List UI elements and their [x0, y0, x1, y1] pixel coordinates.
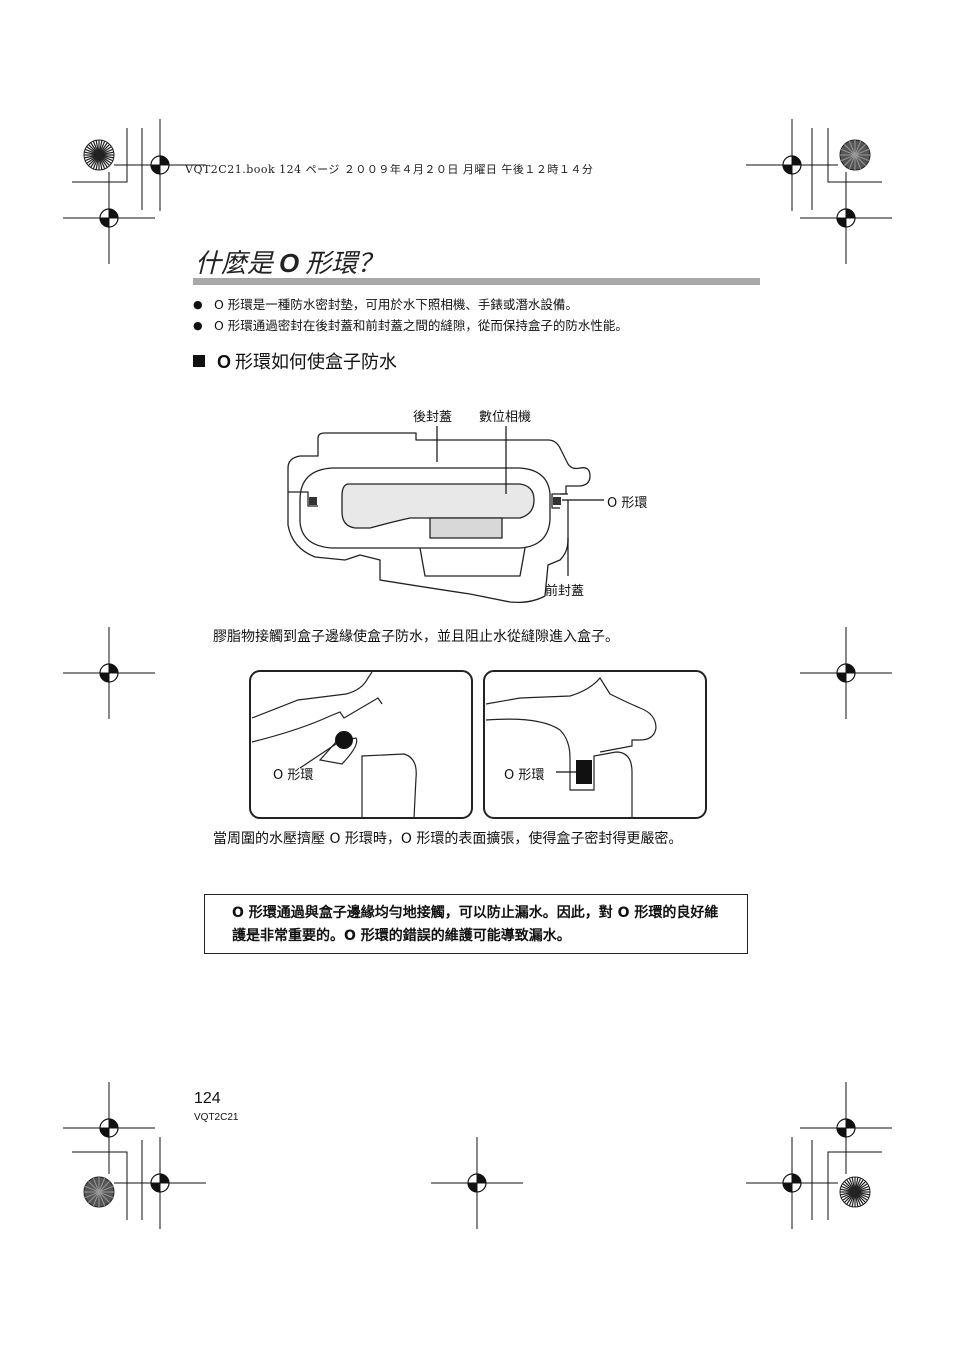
bullet-text: O 形環通過密封在後封蓋和前封蓋之間的縫隙，從而保持盒子的防水性能。 [214, 318, 628, 333]
detail-right-o-ring-label: O 形環 [504, 768, 545, 783]
label-camera: 數位相機 [479, 410, 532, 425]
title-prefix: 什麼是 [195, 249, 274, 279]
label-front-cover: 前封蓋 [545, 584, 585, 599]
print-header: VQT2C21.book 124 ページ ２００９年４月２０日 月曜日 午後１２… [185, 163, 594, 176]
bullet-dot-icon: ● [193, 319, 203, 332]
bullet-list: ● O 形環是一種防水密封墊，可用於水下照相機、手錶或潛水設備。 ● O 形環通… [193, 294, 773, 336]
caption-pressure: 當周圍的水壓擠壓 O 形環時，O 形環的表面擴張，使得盒子密封得更嚴密。 [213, 831, 683, 847]
bullet-item: ● O 形環通過密封在後封蓋和前封蓋之間的縫隙，從而保持盒子的防水性能。 [193, 315, 773, 336]
label-back-cover: 後封蓋 [413, 410, 453, 425]
page-number: 124 [194, 1090, 221, 1107]
bullet-item: ● O 形環是一種防水密封墊，可用於水下照相機、手錶或潛水設備。 [193, 294, 773, 315]
title-suffix: 形環？ [305, 249, 384, 279]
model-code: VQT2C21 [194, 1112, 239, 1123]
section-heading-text: 形環如何使盒子防水 [235, 352, 398, 373]
title-o-letter: O [279, 248, 300, 278]
title-underline-bar [193, 278, 760, 285]
label-o-ring: O 形環 [607, 496, 648, 511]
notice-box [204, 894, 748, 954]
square-bullet-icon [193, 355, 205, 367]
bullet-text: O 形環是一種防水密封墊，可用於水下照相機、手錶或潛水設備。 [214, 297, 578, 312]
section-o-letter: O [217, 352, 232, 372]
caption-sealing: 膠脂物接觸到盒子邊緣使盒子防水，並且阻止水從縫隙進入盒子。 [213, 629, 619, 645]
detail-left-o-ring-label: O 形環 [273, 768, 314, 783]
notice-text: O 形環通過與盒子邊緣均勻地接觸，可以防止漏水。因此，對 O 形環的良好維護是非… [232, 905, 719, 944]
bullet-dot-icon: ● [193, 298, 203, 311]
